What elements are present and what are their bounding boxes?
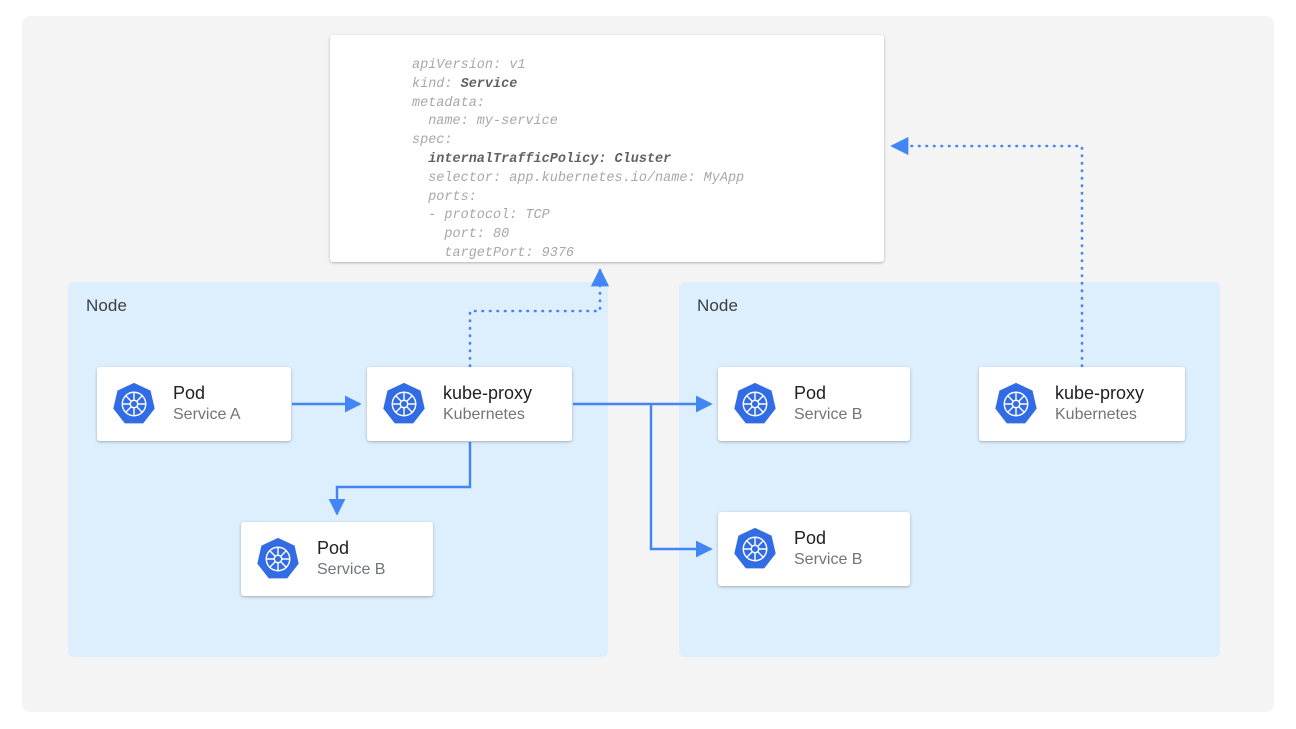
- service-manifest-code: apiVersion: v1 kind: Service metadata: n…: [412, 58, 745, 261]
- card-subtitle: Service B: [794, 551, 863, 569]
- node-label-left: Node: [86, 296, 128, 315]
- kubernetes-icon: [993, 381, 1039, 427]
- card-pod-service-b-remote-top[interactable]: Pod Service B: [718, 367, 910, 441]
- card-subtitle: Service B: [794, 406, 863, 424]
- node-panel-right: Node: [679, 282, 1220, 657]
- card-subtitle: Service B: [317, 561, 386, 579]
- node-panel-left: Node: [68, 282, 608, 657]
- card-title: Pod: [794, 383, 827, 404]
- card-subtitle: Kubernetes: [1055, 406, 1137, 424]
- kubernetes-icon: [381, 381, 427, 427]
- service-manifest-card: apiVersion: v1 kind: Service metadata: n…: [330, 35, 884, 262]
- card-title: kube-proxy: [443, 383, 533, 404]
- kubernetes-icon: [732, 381, 778, 427]
- kubernetes-icon: [255, 536, 301, 582]
- card-title: kube-proxy: [1055, 383, 1145, 404]
- card-pod-service-b-remote-bottom[interactable]: Pod Service B: [718, 512, 910, 586]
- card-subtitle: Service A: [173, 406, 241, 424]
- card-title: Pod: [317, 538, 350, 559]
- card-kube-proxy-left[interactable]: kube-proxy Kubernetes: [367, 367, 572, 441]
- card-pod-service-a[interactable]: Pod Service A: [97, 367, 291, 441]
- card-title: Pod: [794, 528, 827, 549]
- kubernetes-icon: [111, 381, 157, 427]
- kubernetes-icon: [732, 526, 778, 572]
- card-pod-service-b-local[interactable]: Pod Service B: [241, 522, 433, 596]
- card-subtitle: Kubernetes: [443, 406, 525, 424]
- node-label-right: Node: [697, 296, 739, 315]
- card-title: Pod: [173, 383, 206, 404]
- card-kube-proxy-right[interactable]: kube-proxy Kubernetes: [979, 367, 1185, 441]
